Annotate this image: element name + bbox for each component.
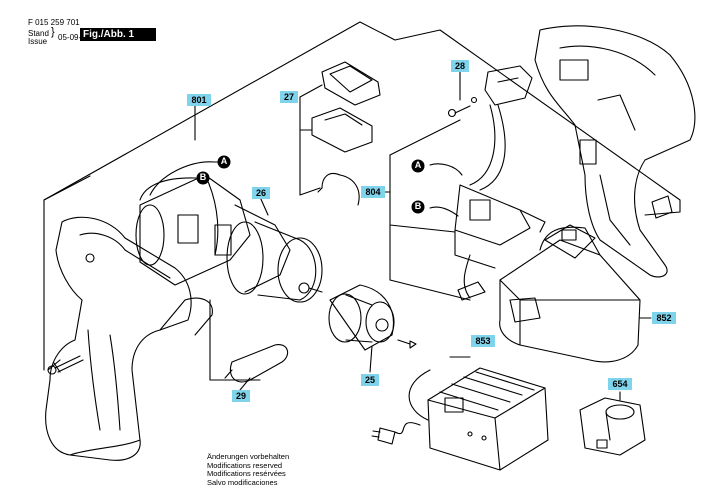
figure-label: Fig./Abb. 1 xyxy=(80,28,156,41)
screw-part-28 xyxy=(447,65,533,118)
switch-electronics-804 xyxy=(379,104,546,301)
callout-654: 654 xyxy=(608,378,632,390)
connector-a-left-label: A xyxy=(220,156,228,166)
connector-a-right xyxy=(411,159,425,173)
note-es: Salvo modificaciones xyxy=(207,477,278,487)
clip-part-29 xyxy=(209,299,289,383)
callout-852: 852 xyxy=(652,312,676,324)
chuck-assembly xyxy=(328,284,417,351)
stand-label: Stand xyxy=(28,29,49,38)
callout-26: 26 xyxy=(252,187,270,199)
note-en: Modifications reserved xyxy=(207,460,283,470)
doc-number: F 015 259 701 xyxy=(28,18,80,27)
modification-notes: Änderungen vorbehalten Modifications res… xyxy=(207,452,290,487)
callout-25: 25 xyxy=(361,374,379,386)
callout-28: 28 xyxy=(451,60,469,72)
issue-label: Issue xyxy=(28,37,48,46)
callout-804: 804 xyxy=(361,186,385,198)
housing-half-right xyxy=(534,25,696,278)
connector-b-right xyxy=(411,200,425,214)
connector-b-left xyxy=(196,171,210,185)
callout-29: 29 xyxy=(232,390,250,402)
charger-853 xyxy=(371,356,549,471)
housing-screw xyxy=(47,355,84,375)
callout-27: 27 xyxy=(280,91,298,103)
connector-a-right-label: A xyxy=(414,160,422,170)
connector-b-left-label: B xyxy=(199,172,207,182)
callout-853: 853 xyxy=(471,335,495,347)
battery-pack-852 xyxy=(499,224,652,363)
callout-801: 801 xyxy=(187,94,211,106)
connector-markers xyxy=(196,155,425,214)
motor-gear-assembly xyxy=(135,174,323,303)
housing-half-left xyxy=(45,216,213,461)
connector-a-left xyxy=(217,155,231,169)
connector-b-right-label: B xyxy=(414,201,422,211)
switch-cover-27 xyxy=(299,61,381,206)
note-de: Änderungen vorbehalten xyxy=(207,452,290,461)
brace: } xyxy=(51,26,55,38)
adapter-654 xyxy=(579,391,646,456)
note-fr: Modifications resérvées xyxy=(207,469,286,479)
issue-date: 05-09-02 xyxy=(58,33,91,42)
